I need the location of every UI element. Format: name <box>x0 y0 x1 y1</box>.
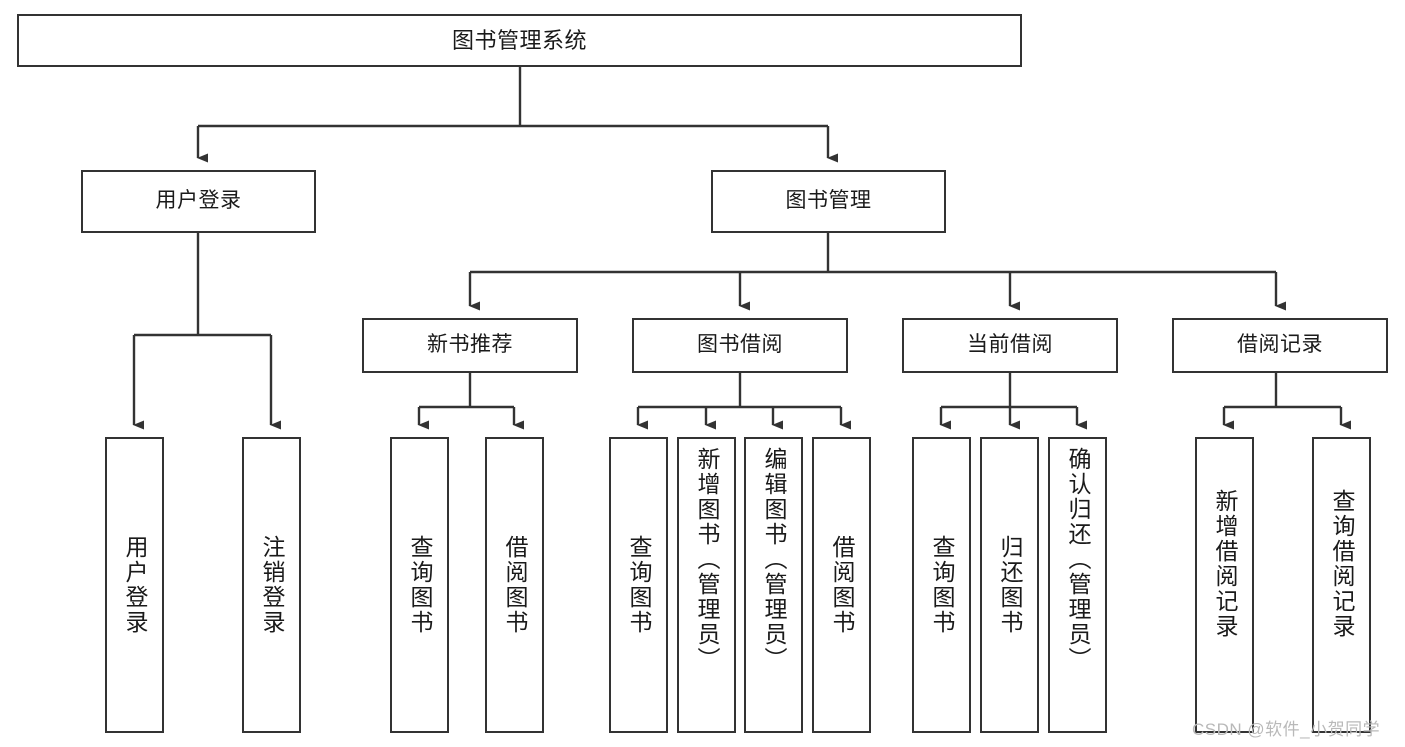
watermark: CSDN @软件_小贺同学 <box>1192 720 1381 739</box>
node-root[interactable]: 图书管理系统 <box>17 14 1022 67</box>
node-current-borrow[interactable]: 当前借阅 <box>902 318 1118 373</box>
node-leaf-query-book-3-label: 查询图书 <box>929 535 955 635</box>
node-leaf-return-book-label: 归还图书 <box>997 535 1023 635</box>
node-book-manage-label: 图书管理 <box>785 189 872 213</box>
node-leaf-query-book-1[interactable]: 查询图书 <box>390 437 449 733</box>
node-new-book-recommend-label: 新书推荐 <box>427 333 513 357</box>
node-borrow-record[interactable]: 借阅记录 <box>1172 318 1388 373</box>
node-leaf-logout-label: 注销登录 <box>259 535 285 635</box>
node-leaf-query-book-3[interactable]: 查询图书 <box>912 437 971 733</box>
node-book-borrow[interactable]: 图书借阅 <box>632 318 848 373</box>
node-leaf-borrow-book-2-label: 借阅图书 <box>829 535 855 635</box>
node-leaf-confirm-return-label: 确认归还（管理员） <box>1065 447 1091 672</box>
node-current-borrow-label: 当前借阅 <box>967 333 1053 357</box>
node-leaf-query-book-2[interactable]: 查询图书 <box>609 437 668 733</box>
node-borrow-record-label: 借阅记录 <box>1237 333 1323 357</box>
node-leaf-confirm-return[interactable]: 确认归还（管理员） <box>1048 437 1107 733</box>
node-book-manage[interactable]: 图书管理 <box>711 170 946 233</box>
node-leaf-add-record[interactable]: 新增借阅记录 <box>1195 437 1254 733</box>
node-new-book-recommend[interactable]: 新书推荐 <box>362 318 578 373</box>
node-user-login-label: 用户登录 <box>155 189 242 213</box>
node-leaf-logout[interactable]: 注销登录 <box>242 437 301 733</box>
node-leaf-borrow-book-1-label: 借阅图书 <box>502 535 528 635</box>
node-book-borrow-label: 图书借阅 <box>697 333 783 357</box>
node-leaf-edit-book-label: 编辑图书（管理员） <box>761 447 787 672</box>
node-leaf-add-book[interactable]: 新增图书（管理员） <box>677 437 736 733</box>
node-leaf-borrow-book-1[interactable]: 借阅图书 <box>485 437 544 733</box>
node-user-login[interactable]: 用户登录 <box>81 170 316 233</box>
node-root-label: 图书管理系统 <box>451 27 587 53</box>
node-leaf-borrow-book-2[interactable]: 借阅图书 <box>812 437 871 733</box>
node-leaf-add-book-label: 新增图书（管理员） <box>694 447 720 672</box>
node-leaf-query-record[interactable]: 查询借阅记录 <box>1312 437 1371 733</box>
node-leaf-query-book-2-label: 查询图书 <box>626 535 652 635</box>
node-leaf-query-record-label: 查询借阅记录 <box>1329 489 1355 639</box>
node-leaf-return-book[interactable]: 归还图书 <box>980 437 1039 733</box>
node-leaf-add-record-label: 新增借阅记录 <box>1212 489 1238 639</box>
node-leaf-user-login-label: 用户登录 <box>122 535 148 635</box>
node-leaf-edit-book[interactable]: 编辑图书（管理员） <box>744 437 803 733</box>
node-leaf-query-book-1-label: 查询图书 <box>407 535 433 635</box>
node-leaf-user-login[interactable]: 用户登录 <box>105 437 164 733</box>
